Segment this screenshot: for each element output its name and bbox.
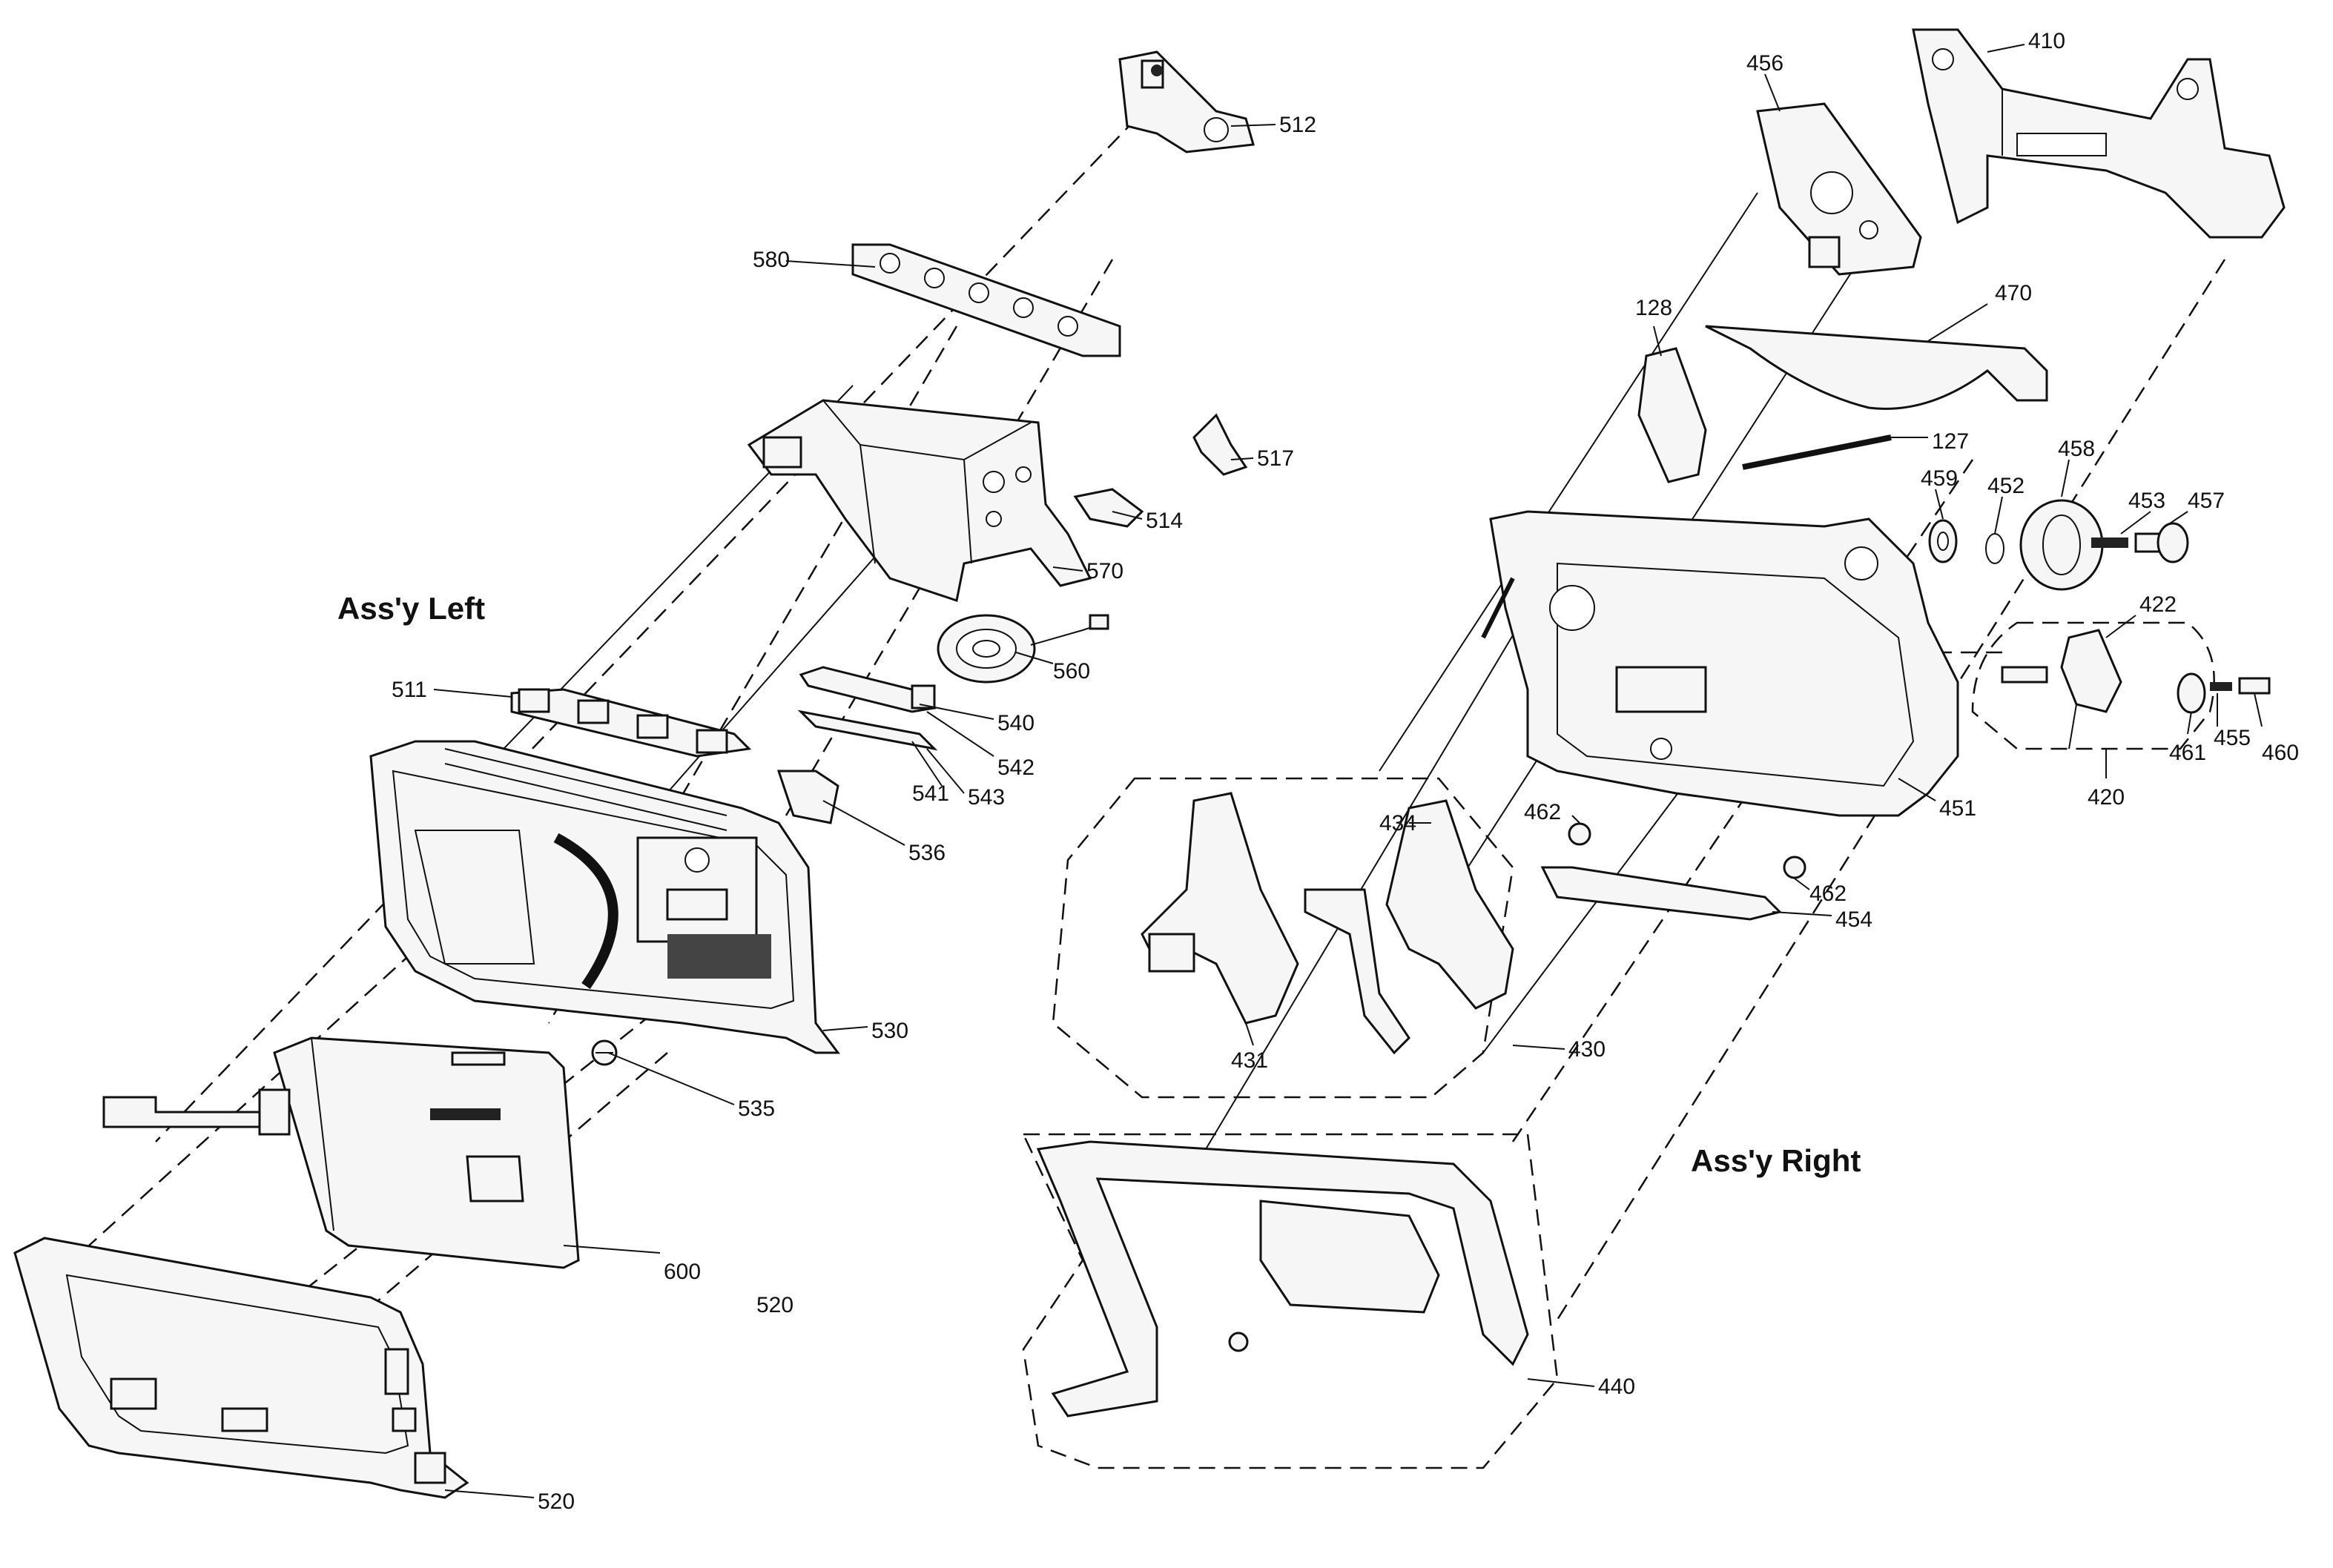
label-128: 128 [1635, 296, 1672, 320]
part-452-washer [1985, 533, 2004, 564]
assy-right-title: Ass'y Right [1691, 1143, 1861, 1178]
part-541-plate [797, 709, 938, 751]
part-517-clip [1192, 413, 1248, 476]
part-600-lcd-panel [102, 1036, 580, 1269]
part-520-front-cover [13, 1237, 469, 1499]
label-440: 440 [1598, 1375, 1635, 1399]
label-470: 470 [1995, 281, 2032, 305]
label-530: 530 [871, 1019, 908, 1043]
label-511: 511 [392, 678, 427, 702]
label-459: 459 [1921, 466, 1958, 491]
label-454: 454 [1835, 907, 1872, 932]
part-455-spring [2210, 682, 2232, 691]
part-459-gear [1928, 519, 1958, 563]
labels-left: 512 580 517 514 570 560 511 540 542 541 … [337, 113, 1316, 1514]
label-431: 431 [1231, 1048, 1268, 1073]
label-422: 422 [2139, 592, 2177, 617]
label-543: 543 [968, 785, 1005, 810]
part-440-frame [1036, 1140, 1529, 1418]
part-462-nut [1568, 822, 1806, 879]
label-580: 580 [753, 248, 790, 272]
label-535: 535 [738, 1096, 775, 1121]
part-461-disc [2177, 672, 2206, 714]
labels-right: 456 410 470 128 127 459 452 458 453 457 … [1231, 29, 2299, 1399]
label-461: 461 [2169, 741, 2206, 765]
label-542: 542 [997, 755, 1034, 780]
label-462-upper: 462 [1524, 800, 1561, 824]
part-451-chassis [1481, 510, 1959, 817]
label-451: 451 [1939, 796, 1976, 821]
part-514-tab [1073, 488, 1144, 528]
group-420 [1971, 621, 2271, 750]
part-454-strap [1540, 866, 1782, 921]
part-560-speaker [937, 614, 1109, 684]
label-570: 570 [1086, 559, 1123, 583]
part-536-connector [776, 770, 839, 824]
speaker-grille [667, 934, 771, 979]
part-570-bracket [747, 399, 1092, 602]
part-530-housing [369, 740, 840, 1054]
part-460-pin [2238, 677, 2271, 695]
label-453: 453 [2128, 489, 2165, 513]
part-580-button-strip [851, 243, 1121, 357]
label-517: 517 [1257, 446, 1294, 471]
label-455: 455 [2214, 726, 2251, 750]
leader-lines-left [433, 124, 1276, 1498]
label-560: 560 [1053, 659, 1090, 684]
assy-left-title: Ass'y Left [337, 591, 485, 626]
label-536: 536 [908, 841, 946, 865]
label-430: 430 [1568, 1037, 1606, 1062]
guide-line [1556, 259, 2226, 1320]
part-453-spring [2091, 537, 2128, 548]
label-462-lower: 462 [1809, 881, 1847, 906]
guide-line [1201, 585, 1543, 1157]
label-458: 458 [2058, 437, 2095, 461]
part-458-cam [2019, 499, 2104, 591]
label-600: 600 [664, 1260, 701, 1284]
group-430 [1052, 777, 1514, 1099]
label-452: 452 [1987, 474, 2025, 498]
part-457-knob [2134, 522, 2189, 563]
label-512: 512 [1279, 113, 1316, 137]
part-511-hinge [510, 688, 752, 758]
label-520-note: 520 [756, 1293, 793, 1317]
guide-line [1379, 192, 1758, 772]
group-440 [1022, 1133, 1559, 1469]
label-460: 460 [2262, 741, 2299, 765]
right-assembly-group: 456 410 470 128 127 459 452 458 453 457 … [1022, 28, 2299, 1469]
left-assembly-group: 512 580 517 514 570 560 511 540 542 541 … [13, 50, 1316, 1514]
part-410-bracket [1912, 28, 2286, 239]
part-422-switch [2001, 629, 2122, 750]
label-456: 456 [1746, 51, 1783, 76]
label-127: 127 [1932, 429, 1969, 454]
label-541: 541 [912, 781, 949, 806]
part-456-plate [1756, 102, 1922, 276]
part-431-board [1141, 792, 1299, 1025]
label-540: 540 [997, 711, 1034, 735]
part-128-bracket [1637, 347, 1707, 483]
label-410: 410 [2028, 29, 2065, 53]
label-434: 434 [1379, 811, 1416, 836]
guide-line [155, 81, 1172, 1142]
label-420: 420 [2088, 785, 2125, 810]
part-434-bracket [1304, 799, 1514, 1055]
leader-lines-right [1245, 44, 2263, 1387]
label-514: 514 [1146, 509, 1183, 533]
label-520: 520 [538, 1489, 575, 1514]
part-127-rod [1742, 434, 1892, 470]
part-470-flex-sheet [1705, 325, 2048, 410]
part-512-switch [1118, 50, 1255, 153]
part-540-bar [799, 666, 937, 713]
part-535-screw [591, 1039, 618, 1066]
label-457: 457 [2188, 489, 2225, 513]
